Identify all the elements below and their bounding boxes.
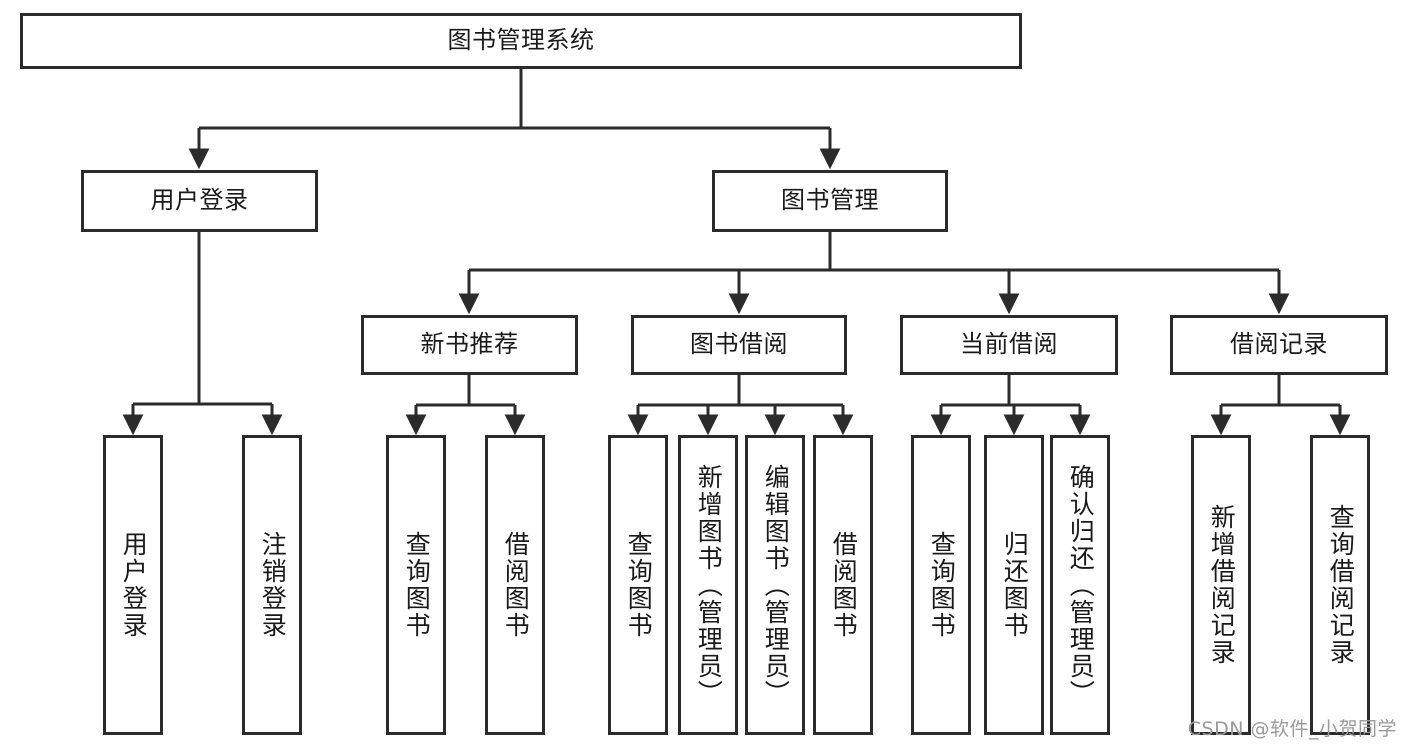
- node-leaf-add-borrow-record[interactable]: 新增借阅记录: [1191, 435, 1251, 735]
- node-label: 查询图书: [624, 531, 654, 639]
- node-leaf-query-borrow-record[interactable]: 查询借阅记录: [1310, 435, 1370, 735]
- node-leaf-query-book-current[interactable]: 查询图书: [911, 435, 971, 735]
- node-label: 查询借阅记录: [1326, 504, 1356, 666]
- node-label: 新增图书（管理员）: [694, 463, 724, 707]
- node-label: 查询图书: [927, 531, 957, 639]
- node-label: 确认归还（管理员）: [1066, 463, 1096, 707]
- node-leaf-user-logout[interactable]: 注销登录: [242, 435, 302, 735]
- node-label: 借阅图书: [501, 531, 531, 639]
- node-book-management-system[interactable]: 图书管理系统: [20, 13, 1022, 69]
- node-label: 编辑图书（管理员）: [761, 463, 791, 707]
- node-leaf-confirm-return-admin[interactable]: 确认归还（管理员）: [1050, 435, 1110, 735]
- node-leaf-user-login[interactable]: 用户登录: [103, 435, 163, 735]
- node-label: 图书借阅: [690, 330, 788, 359]
- node-leaf-borrow-book-recommend[interactable]: 借阅图书: [485, 435, 545, 735]
- node-leaf-borrow-book[interactable]: 借阅图书: [813, 435, 873, 735]
- node-label: 借阅图书: [829, 531, 859, 639]
- node-user-login[interactable]: 用户登录: [81, 170, 318, 232]
- node-leaf-add-book-admin[interactable]: 新增图书（管理员）: [678, 435, 738, 735]
- node-borrow-record[interactable]: 借阅记录: [1170, 315, 1388, 375]
- node-label: 当前借阅: [960, 330, 1058, 359]
- node-label: 用户登录: [150, 186, 249, 215]
- node-label: 用户登录: [119, 531, 149, 639]
- node-label: 图书管理系统: [447, 26, 595, 55]
- node-label: 新书推荐: [420, 330, 519, 359]
- node-new-book-recommend[interactable]: 新书推荐: [361, 315, 578, 375]
- node-leaf-query-book-recommend[interactable]: 查询图书: [386, 435, 446, 735]
- node-leaf-return-book[interactable]: 归还图书: [984, 435, 1044, 735]
- node-label: 归还图书: [1000, 531, 1030, 639]
- node-leaf-edit-book-admin[interactable]: 编辑图书（管理员）: [745, 435, 805, 735]
- node-current-borrow[interactable]: 当前借阅: [900, 315, 1118, 375]
- node-label: 查询图书: [402, 531, 432, 639]
- node-label: 图书管理: [781, 186, 879, 215]
- node-book-borrow[interactable]: 图书借阅: [631, 315, 847, 375]
- node-leaf-query-book-borrow[interactable]: 查询图书: [608, 435, 668, 735]
- node-label: 借阅记录: [1230, 330, 1328, 359]
- node-book-management[interactable]: 图书管理: [712, 170, 948, 232]
- watermark-text: CSDN @软件_小贺同学: [1187, 718, 1397, 740]
- node-label: 注销登录: [258, 531, 288, 639]
- node-label: 新增借阅记录: [1207, 504, 1237, 666]
